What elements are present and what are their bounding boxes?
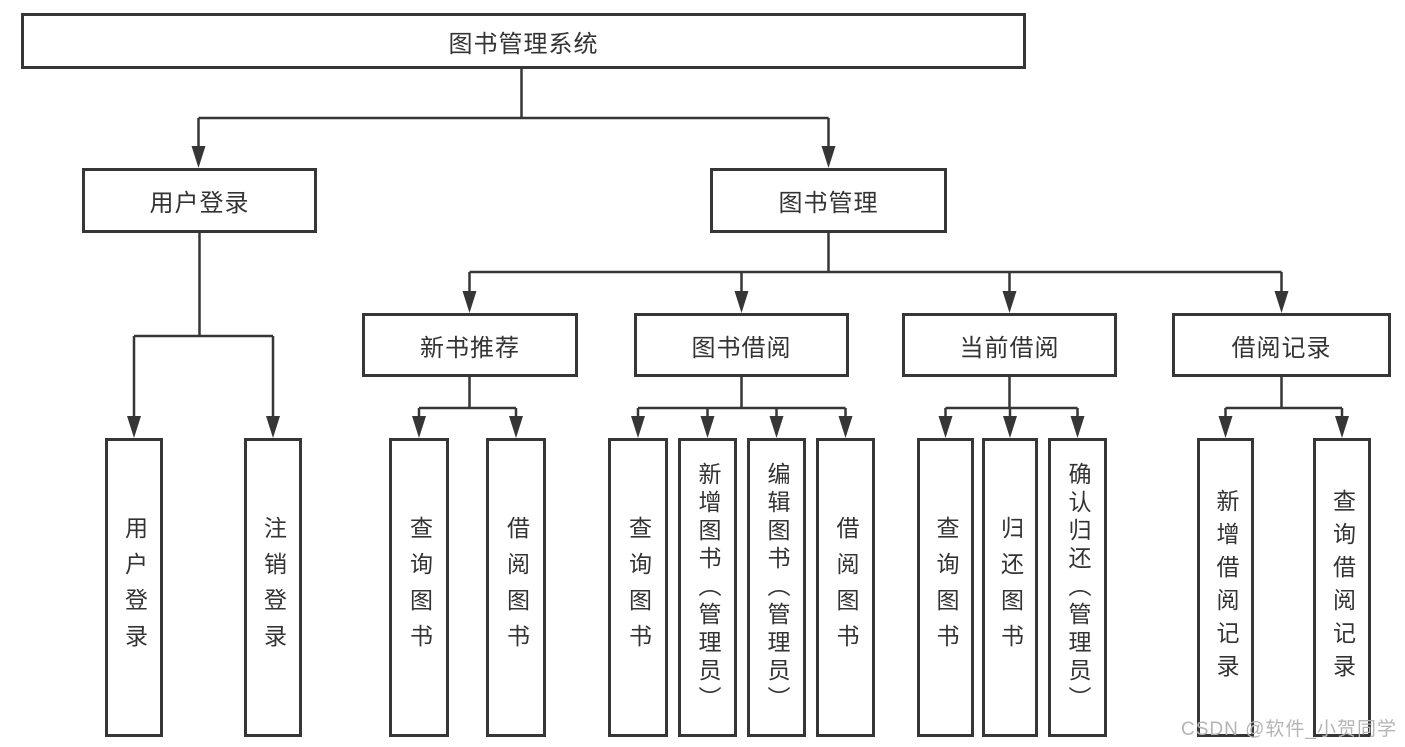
leaf-add-book-admin: 新增图书（管理员） [678,438,737,737]
node-borrow-record-label: 借阅记录 [1231,334,1332,362]
leaf-query-borrow-record-label: 查询借阅记录 [1329,488,1356,687]
leaf-return-book-label: 归还图书 [997,515,1024,660]
node-book-borrow: 图书借阅 [634,313,849,377]
leaf-borrow-book-label: 借阅图书 [833,515,859,660]
leaf-borrow-book: 借阅图书 [816,438,875,737]
node-book-borrow-label: 图书借阅 [691,334,792,362]
node-user-login-label: 用户登录 [149,190,250,217]
leaf-edit-book-admin-label: 编辑图书（管理员） [764,461,790,714]
leaf-query-book-borrow: 查询图书 [608,438,668,737]
node-book-management-label: 图书管理 [778,190,879,217]
leaf-query-book-recommend-label: 查询图书 [406,515,433,660]
node-new-book-recommend: 新书推荐 [362,313,578,377]
node-user-login: 用户登录 [82,168,317,233]
node-book-management: 图书管理 [710,168,947,233]
node-root-label: 图书管理系统 [448,30,599,58]
leaf-confirm-return-admin: 确认归还（管理员） [1048,438,1107,737]
csdn-watermark: CSDN @软件_小贺同学 [1181,719,1397,740]
node-root: 图书管理系统 [21,13,1026,69]
node-new-book-recommend-label: 新书推荐 [420,334,520,362]
node-borrow-record: 借阅记录 [1172,313,1391,377]
leaf-add-book-admin-label: 新增图书（管理员） [695,461,721,714]
node-current-borrow-label: 当前借阅 [959,334,1060,362]
leaf-logout-login: 注销登录 [244,438,302,737]
leaf-query-book-current-label: 查询图书 [933,515,959,660]
leaf-user-login-label: 用户登录 [121,515,148,660]
leaf-borrow-book-recommend-label: 借阅图书 [503,515,530,660]
leaf-confirm-return-admin-label: 确认归还（管理员） [1065,461,1091,714]
leaf-query-book-recommend: 查询图书 [389,438,449,737]
leaf-borrow-book-recommend: 借阅图书 [486,438,546,737]
leaf-query-book-borrow-label: 查询图书 [625,515,652,660]
leaf-add-borrow-record-label: 新增借阅记录 [1213,488,1239,687]
arrowheads [127,146,1349,438]
leaf-user-login: 用户登录 [105,438,163,737]
leaf-logout-login-label: 注销登录 [260,515,287,660]
leaf-edit-book-admin: 编辑图书（管理员） [747,438,806,737]
node-current-borrow: 当前借阅 [902,313,1117,377]
leaf-query-borrow-record: 查询借阅记录 [1313,438,1371,737]
leaf-query-book-current: 查询图书 [917,438,974,737]
leaf-return-book: 归还图书 [982,438,1038,737]
leaf-add-borrow-record: 新增借阅记录 [1197,438,1254,737]
